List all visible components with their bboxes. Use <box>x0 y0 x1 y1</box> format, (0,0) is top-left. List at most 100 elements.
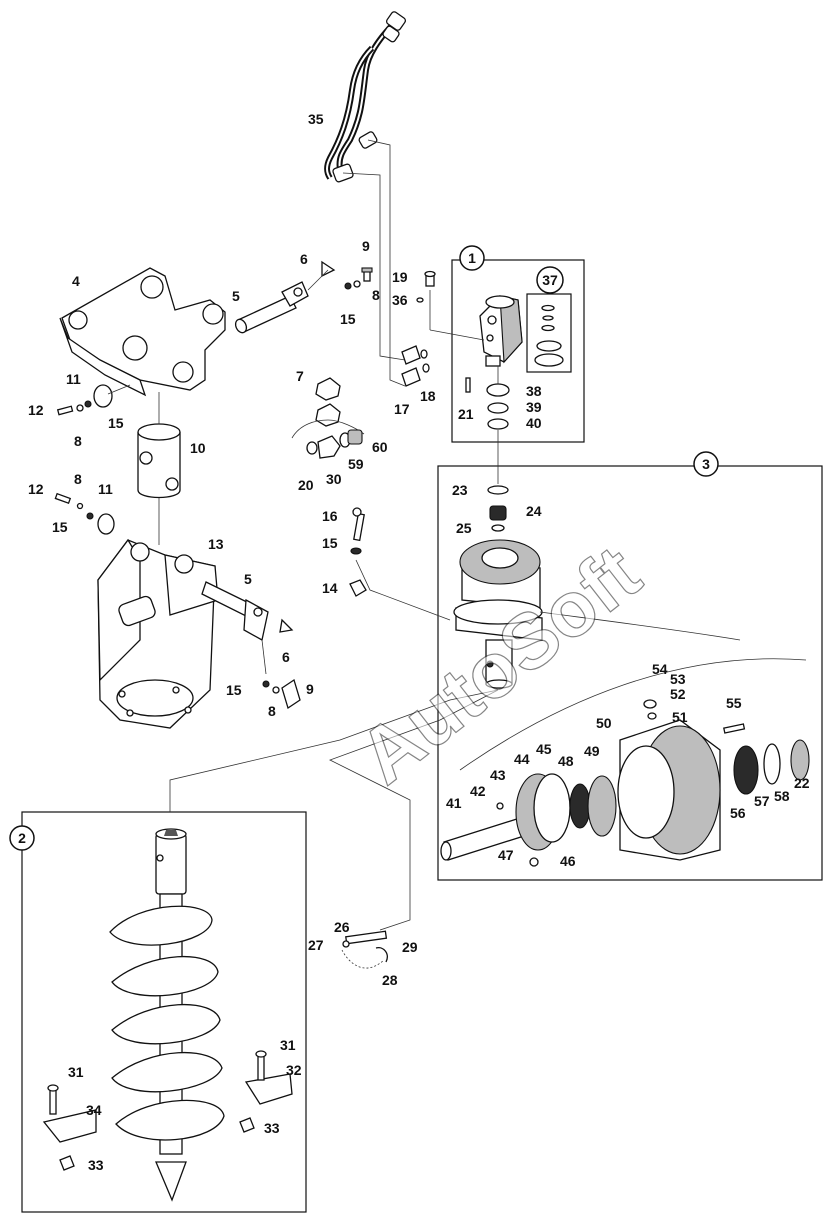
part-label: 59 <box>348 456 364 472</box>
hydraulic-hoses <box>324 11 407 387</box>
part-label: 5 <box>232 288 240 304</box>
part-label: 6 <box>282 649 290 665</box>
part-label: 4 <box>72 273 80 289</box>
part-label: 5 <box>244 571 252 587</box>
part-label: 33 <box>264 1120 280 1136</box>
marker-37-text: 37 <box>542 272 558 288</box>
part-label: 6 <box>300 251 308 267</box>
hardware-middle <box>349 507 451 621</box>
frame-assembly-2 <box>21 811 307 1213</box>
washer-set-upper <box>56 384 131 416</box>
part-label: 15 <box>108 415 124 431</box>
part-label: 17 <box>394 401 410 417</box>
part-label: 43 <box>490 767 506 783</box>
part-label: 9 <box>306 681 314 697</box>
part-label: 7 <box>296 368 304 384</box>
hydraulic-motor <box>401 270 523 484</box>
marker-1-text: 1 <box>468 250 476 266</box>
part-label: 60 <box>372 439 388 455</box>
part-label: 15 <box>340 311 356 327</box>
part-label: 26 <box>334 919 350 935</box>
part-label: 8 <box>74 433 82 449</box>
part-label: 45 <box>536 741 552 757</box>
part-label: 16 <box>322 508 338 524</box>
part-label: 8 <box>74 471 82 487</box>
assembly-marker-2: 2 <box>9 825 35 851</box>
part-label: 41 <box>446 795 462 811</box>
assembly-marker-1: 1 <box>459 245 485 271</box>
part-label: 10 <box>190 440 206 456</box>
part-label: 24 <box>526 503 542 519</box>
part-label: 38 <box>526 383 542 399</box>
assembly-marker-3: 3 <box>693 451 719 477</box>
auger-boom-head <box>97 498 219 729</box>
part-label: 35 <box>308 111 324 127</box>
part-label: 19 <box>392 269 408 285</box>
part-label: 36 <box>392 292 408 308</box>
part-label: 56 <box>730 805 746 821</box>
part-label: 15 <box>226 682 242 698</box>
part-label: 49 <box>584 743 600 759</box>
part-label: 21 <box>458 406 474 422</box>
pin-upper <box>234 281 309 334</box>
auger <box>109 828 225 1202</box>
part-label: 42 <box>470 783 486 799</box>
part-label: 54 <box>652 661 668 677</box>
frame-assembly-1 <box>451 259 585 443</box>
part-label: 51 <box>672 709 688 725</box>
seal-kit <box>534 304 564 367</box>
part-label: 25 <box>456 520 472 536</box>
part-label: 11 <box>98 481 113 497</box>
part-label: 9 <box>362 238 370 254</box>
part-label: 57 <box>754 793 770 809</box>
pin-set <box>341 930 388 969</box>
part-label: 27 <box>308 937 324 953</box>
washer-set-lower <box>54 492 115 535</box>
part-label: 46 <box>560 853 576 869</box>
connector-line <box>169 689 499 812</box>
frame-assembly-3 <box>437 465 823 881</box>
marker-2-text: 2 <box>18 830 26 846</box>
part-label: 33 <box>88 1157 104 1173</box>
part-label: 11 <box>66 371 81 387</box>
pin-lower <box>201 581 301 710</box>
part-label: 23 <box>452 482 468 498</box>
hardware-upper <box>307 260 373 291</box>
part-label: 13 <box>208 536 224 552</box>
auger-teeth <box>42 1050 293 1171</box>
part-label: 47 <box>498 847 514 863</box>
part-label: 15 <box>322 535 338 551</box>
part-label: 40 <box>526 415 542 431</box>
fittings-cluster <box>291 377 365 459</box>
part-label: 55 <box>726 695 742 711</box>
marker-3-text: 3 <box>702 456 710 472</box>
part-label: 31 <box>280 1037 296 1053</box>
part-label: 32 <box>286 1062 302 1078</box>
part-label: 14 <box>322 580 338 596</box>
part-label: 12 <box>28 481 44 497</box>
part-labels: 35 9 6 8 5 15 4 19 36 7 11 12 15 8 10 60… <box>28 111 810 1173</box>
part-label: 18 <box>420 388 436 404</box>
pivot-bracket <box>59 267 226 397</box>
connector-line-pin <box>328 689 499 931</box>
part-label: 30 <box>326 471 342 487</box>
part-label: 34 <box>86 1102 102 1118</box>
planetary-gearbox <box>453 485 543 689</box>
part-label: 8 <box>372 287 380 303</box>
part-label: 8 <box>268 703 276 719</box>
part-label: 28 <box>382 972 398 988</box>
spacer-tube <box>137 392 181 499</box>
part-label: 53 <box>670 671 686 687</box>
part-label: 58 <box>774 788 790 804</box>
part-label: 44 <box>514 751 530 767</box>
part-label: 15 <box>52 519 68 535</box>
part-label: 52 <box>670 686 686 702</box>
part-label: 31 <box>68 1064 84 1080</box>
part-label: 12 <box>28 402 44 418</box>
part-label: 48 <box>558 753 574 769</box>
part-label: 20 <box>298 477 314 493</box>
gearbox-exploded <box>440 611 810 867</box>
part-label: 22 <box>794 775 810 791</box>
